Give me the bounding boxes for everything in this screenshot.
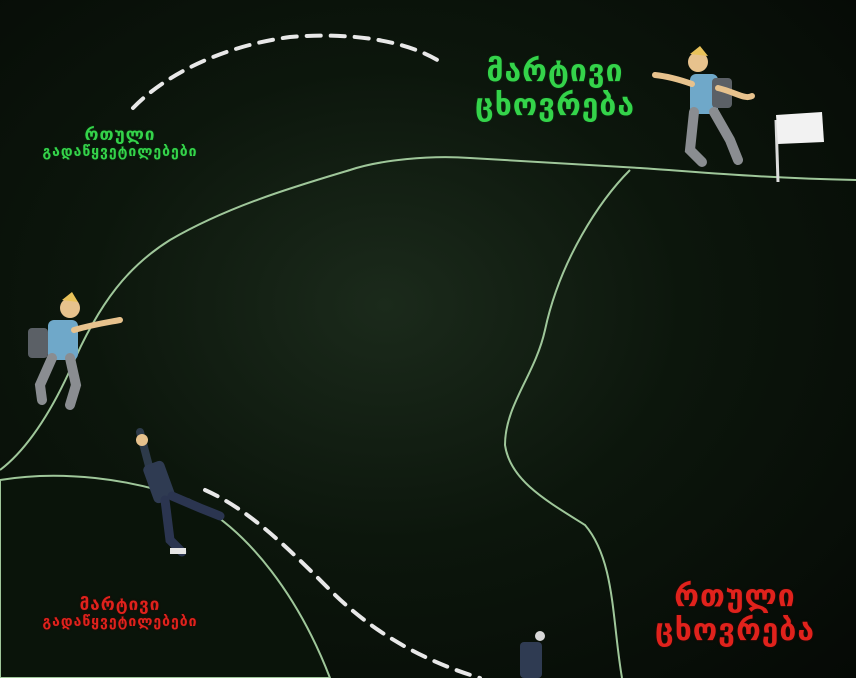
label-easy-decisions-line2: გადაწყვეტილებები: [42, 614, 198, 631]
climber-left: [28, 292, 123, 410]
summit-flag: [774, 112, 824, 183]
dashed-path-bottom: [203, 488, 482, 678]
label-easy-life-line1: მარტივი: [486, 54, 624, 89]
label-hard-life: რთული ცხოვრება: [625, 580, 845, 647]
bottom-figure: [520, 631, 545, 678]
label-hard-life-line2: ცხოვრება: [655, 612, 815, 648]
label-hard-decisions-line1: რთული: [84, 125, 156, 145]
cliff-outline: [503, 169, 631, 678]
label-hard-decisions-line2: გადაწყვეტილებები: [42, 144, 198, 161]
falling-person: [136, 428, 225, 557]
climber-summit: [652, 46, 755, 167]
label-easy-life: მარტივი ცხოვრება: [445, 55, 665, 122]
label-hard-decisions: რთული გადაწყვეტილებები: [0, 125, 240, 161]
label-easy-decisions-line1: მარტივი: [79, 595, 161, 615]
label-hard-life-line1: რთული: [674, 579, 796, 614]
label-easy-decisions: მარტივი გადაწყვეტილებები: [0, 595, 240, 631]
dashed-path-top: [131, 33, 447, 110]
label-easy-life-line2: ცხოვრება: [475, 87, 635, 123]
mountain-outline: [0, 156, 856, 471]
